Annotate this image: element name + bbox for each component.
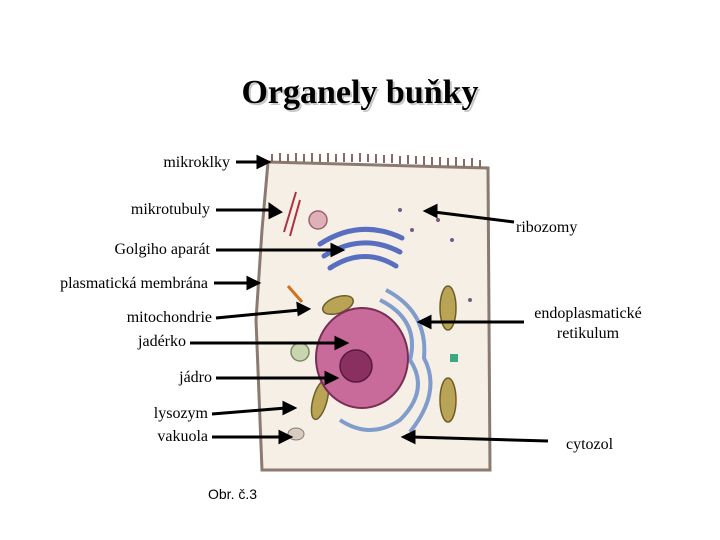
pointer-lines bbox=[190, 154, 549, 445]
pointer-cytozol bbox=[411, 435, 549, 443]
peroxisome bbox=[450, 354, 458, 362]
label-er-line1: endoplasmatické bbox=[534, 305, 642, 322]
centriole bbox=[286, 285, 304, 303]
microvilli bbox=[271, 153, 481, 168]
label-ribozomy: ribozomy bbox=[516, 219, 578, 236]
nucleolus bbox=[339, 349, 373, 383]
page-title: Organely buňky bbox=[241, 74, 479, 111]
label-membrana: plasmatická membrána bbox=[60, 275, 208, 292]
mitochondria bbox=[310, 285, 457, 423]
microtubules bbox=[283, 191, 301, 237]
vesicle bbox=[290, 342, 310, 362]
label-golgi: Golgiho aparát bbox=[114, 241, 210, 258]
vesicle bbox=[308, 210, 328, 230]
label-er-line2: retikulum bbox=[556, 325, 620, 342]
figure-caption: Obr. č.3 bbox=[208, 486, 258, 502]
label-mikrotubuly: mikrotubuly bbox=[130, 201, 210, 218]
label-mitochondrie: mitochondrie bbox=[126, 309, 212, 326]
label-vakuola: vakuola bbox=[157, 428, 208, 445]
pointer-ribozomy bbox=[433, 210, 515, 224]
label-mikroklky: mikroklky bbox=[163, 154, 230, 171]
label-lysozym: lysozym bbox=[153, 405, 208, 422]
pointer-lysozym bbox=[211, 406, 287, 416]
endoplasmic-reticulum bbox=[338, 288, 433, 434]
label-jaderko: jadérko bbox=[138, 333, 186, 350]
label-jadro: jádro bbox=[179, 369, 212, 386]
label-cytozol: cytozol bbox=[566, 436, 614, 453]
pointer-mitochondrie bbox=[215, 308, 301, 320]
